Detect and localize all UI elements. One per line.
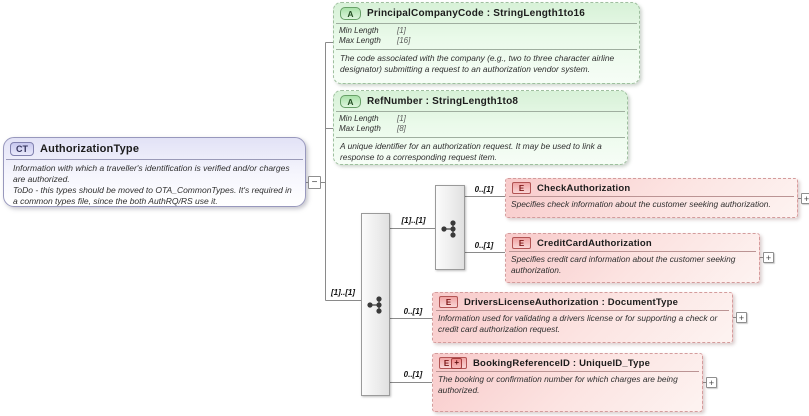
element-annotation: The booking or confirmation number for w…: [438, 374, 678, 395]
divider: [336, 137, 625, 138]
divider: [436, 371, 699, 372]
expand-button-creditcardauthorization[interactable]: +: [763, 252, 774, 263]
element-box-checkauthorization[interactable]: E CheckAuthorization Specifies check inf…: [505, 178, 798, 218]
facet-label: Max Length: [339, 36, 381, 45]
cardinality-label-driverslicenseauthorization: 0..[1]: [403, 307, 423, 316]
cardinality-label-sequence: [1]..[1]: [331, 288, 355, 297]
element-box-creditcardauthorization[interactable]: E CreditCardAuthorization Specifies cred…: [505, 233, 760, 283]
sequence-icon: [367, 296, 382, 314]
element-badge: E: [512, 182, 531, 194]
facet-value: [1]: [397, 26, 406, 35]
element-header: E DriversLicenseAuthorization : Document…: [433, 293, 732, 310]
divider: [336, 23, 637, 24]
element-badge: E: [512, 237, 531, 249]
attribute-title: RefNumber : StringLength1to8: [367, 96, 519, 107]
divider: [336, 111, 625, 112]
divider: [509, 251, 756, 252]
facet-value: [1]: [397, 114, 406, 123]
facet-value: [16]: [397, 36, 411, 45]
root-type-title: AuthorizationType: [40, 143, 140, 155]
divider: [6, 159, 303, 160]
element-title: DriversLicenseAuthorization : DocumentTy…: [464, 296, 679, 308]
annotation-line: ToDo - this types should be moved to OTA…: [13, 185, 292, 206]
facet-label: Max Length: [339, 124, 381, 133]
element-header: E CreditCardAuthorization: [506, 234, 759, 251]
element-annotation: Specifies credit card information about …: [511, 254, 736, 275]
element-badge-letter: E: [443, 358, 450, 368]
divider: [336, 49, 637, 50]
facet-row: Min Length [1]: [334, 26, 639, 36]
root-type-header: CT AuthorizationType: [4, 138, 305, 159]
root-type-box[interactable]: CT AuthorizationType Information with wh…: [3, 137, 306, 207]
cardinality-label-choice: [1]..[1]: [401, 216, 426, 225]
choice-icon: [441, 220, 456, 238]
cardinality-label-creditcardauthorization: 0..[1]: [474, 241, 494, 250]
element-header: E CheckAuthorization: [506, 179, 797, 196]
choice-compositor: [435, 185, 465, 270]
facet-label: Min Length: [339, 114, 379, 123]
expand-button-driverslicenseauthorization[interactable]: +: [736, 312, 747, 323]
facet-row: Max Length [16]: [334, 36, 639, 46]
element-title: CheckAuthorization: [537, 182, 631, 194]
complex-type-badge: CT: [10, 142, 34, 156]
element-title: BookingReferenceID : UniqueID_Type: [473, 357, 651, 369]
attribute-badge: A: [340, 95, 361, 108]
collapse-button[interactable]: −: [308, 176, 321, 189]
facet-label: Min Length: [339, 26, 379, 35]
element-box-driverslicenseauthorization[interactable]: E DriversLicenseAuthorization : Document…: [432, 292, 733, 343]
element-annotation: Information used for validating a driver…: [438, 313, 718, 334]
expand-button-bookingreferenceid[interactable]: +: [706, 377, 717, 388]
facet-value: [8]: [397, 124, 406, 133]
expand-button-checkauthorization[interactable]: +: [801, 193, 809, 204]
divider: [509, 196, 794, 197]
facet-list: Min Length [1] Max Length [8]: [334, 112, 627, 137]
attribute-box-refnumber[interactable]: A RefNumber : StringLength1to8 Min Lengt…: [333, 90, 628, 165]
attribute-header: A PrincipalCompanyCode : StringLength1to…: [334, 3, 639, 23]
plus-icon: +: [451, 357, 463, 369]
element-badge: E: [439, 296, 458, 308]
facet-list: Min Length [1] Max Length [16]: [334, 24, 639, 49]
attribute-annotation: A unique identifier for an authorization…: [340, 141, 602, 162]
facet-row: Max Length [8]: [334, 124, 627, 134]
cardinality-label-checkauthorization: 0..[1]: [474, 185, 494, 194]
annotation-line: Information with which a traveller's ide…: [13, 163, 290, 184]
facet-row: Min Length [1]: [334, 114, 627, 124]
attribute-box-principalcompanycode[interactable]: A PrincipalCompanyCode : StringLength1to…: [333, 2, 640, 84]
attribute-badge: A: [340, 7, 361, 20]
divider: [436, 310, 729, 311]
element-annotation: Specifies check information about the cu…: [511, 199, 771, 209]
attribute-header: A RefNumber : StringLength1to8: [334, 91, 627, 111]
element-header: E + BookingReferenceID : UniqueID_Type: [433, 354, 702, 371]
element-box-bookingreferenceid[interactable]: E + BookingReferenceID : UniqueID_Type T…: [432, 353, 703, 412]
attribute-title: PrincipalCompanyCode : StringLength1to16: [367, 8, 586, 19]
element-badge-with-attributes: E +: [439, 357, 467, 369]
cardinality-label-bookingreferenceid: 0..[1]: [403, 370, 423, 379]
root-type-annotation: Information with which a traveller's ide…: [4, 160, 305, 206]
element-title: CreditCardAuthorization: [537, 237, 652, 249]
attribute-annotation: The code associated with the company (e.…: [340, 53, 615, 74]
